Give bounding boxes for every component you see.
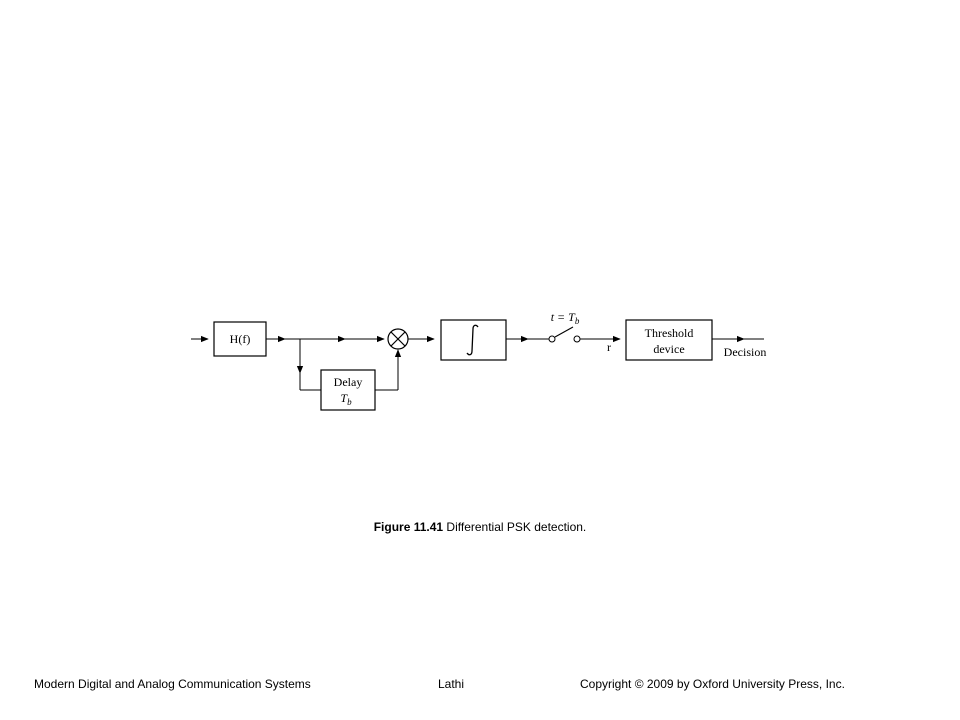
footer-copyright: Copyright © 2009 by Oxford University Pr… bbox=[580, 677, 845, 691]
figure-title: Differential PSK detection. bbox=[443, 520, 587, 534]
multiplier-symbol bbox=[387, 328, 409, 350]
footer-author: Lathi bbox=[438, 677, 465, 691]
threshold-label-line1: Threshold bbox=[645, 326, 694, 340]
r-label: r bbox=[607, 340, 611, 354]
footer-book-title: Modern Digital and Analog Communication … bbox=[34, 677, 311, 691]
threshold-block bbox=[625, 319, 713, 361]
sampler-label: t = Tb bbox=[551, 310, 580, 326]
figure-number: Figure 11.41 bbox=[373, 520, 444, 534]
delay-label-line1: Delay bbox=[334, 375, 363, 389]
threshold-label-line2: device bbox=[653, 342, 684, 356]
filter-label: H(f) bbox=[230, 332, 251, 346]
sampler-switch-icon bbox=[548, 326, 581, 343]
delay-block bbox=[320, 369, 376, 411]
integral-icon bbox=[466, 324, 479, 356]
delay-label-line2: Tb bbox=[340, 391, 352, 407]
decision-label: Decision bbox=[724, 345, 767, 359]
figure-caption: Figure 11.41 Differential PSK detection. bbox=[0, 520, 960, 534]
